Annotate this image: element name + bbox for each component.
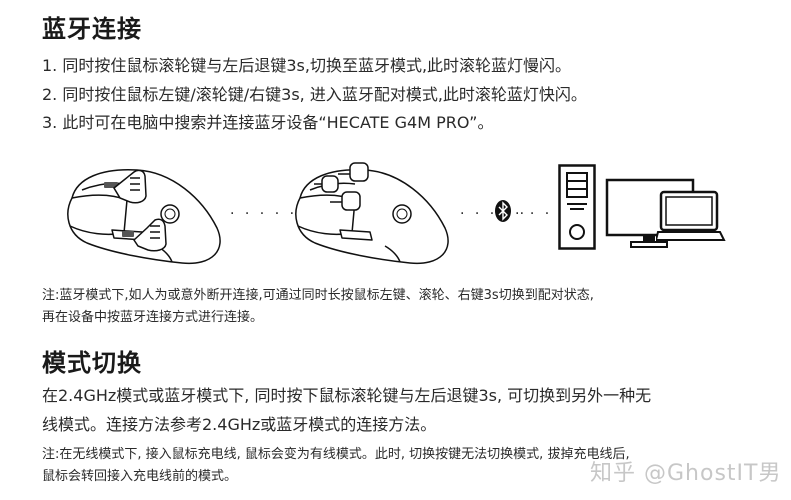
mode-switch-section-title: 模式切换: [42, 349, 142, 377]
bluetooth-note-line-1: 注:蓝牙模式下,如人为或意外断开连接,可通过同时长按鼠标左键、滚轮、右键3s切换…: [42, 288, 594, 303]
pairing-illustration: · · · · · · · · · ·: [40, 150, 740, 265]
desktop-tower-icon: [558, 164, 596, 250]
mode-switch-note-line-2: 鼠标会转回接入充电线前的模式。: [42, 469, 238, 484]
bluetooth-step-3: 3. 此时可在电脑中搜索并连接蓝牙设备“HECATE G4M PRO”。: [42, 113, 494, 132]
connector-dots: · · · · ·: [230, 206, 298, 222]
logo-badge-icon: [160, 204, 180, 224]
mouse-wheel-back-press-illustration: [67, 169, 221, 265]
mode-switch-note-line-1: 注:在无线模式下, 接入鼠标充电线, 鼠标会变为有线模式。此时, 切换按键无法切…: [42, 447, 630, 462]
zhihu-watermark: 知乎 @GhostIT男: [590, 461, 782, 486]
laptop-icon: [656, 190, 726, 241]
bluetooth-icon: [495, 200, 511, 222]
bluetooth-step-2: 2. 同时按住鼠标左键/滚轮键/右键3s, 进入蓝牙配对模式,此时滚轮蓝灯快闪。: [42, 85, 587, 104]
mode-switch-body-line-2: 线模式。连接方法参考2.4GHz或蓝牙模式的连接方法。: [42, 415, 437, 434]
mode-switch-body-line-1: 在2.4GHz模式或蓝牙模式下, 同时按下鼠标滚轮键与左后退键3s, 可切换到另…: [42, 386, 652, 405]
bluetooth-note-line-2: 再在设备中按蓝牙连接方式进行连接。: [42, 310, 264, 325]
bluetooth-step-1: 1. 同时按住鼠标滚轮键与左后退键3s,切换至蓝牙模式,此时滚轮蓝灯慢闪。: [42, 56, 572, 75]
logo-badge-icon: [392, 204, 412, 224]
bluetooth-section-title: 蓝牙连接: [42, 15, 142, 43]
mouse-three-button-press-illustration: [295, 162, 449, 265]
